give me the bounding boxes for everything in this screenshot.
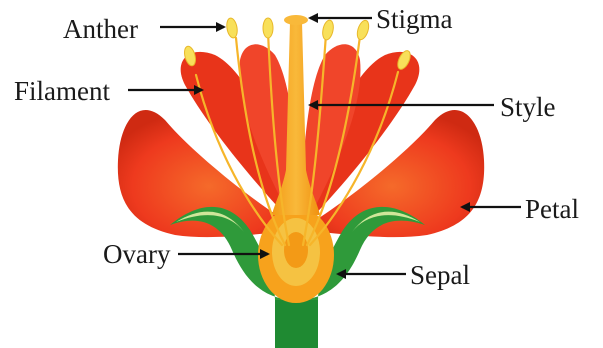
label-petal: Petal [525, 196, 579, 223]
label-ovary: Ovary [103, 241, 170, 268]
label-filament: Filament [14, 78, 110, 105]
anther-5 [355, 19, 371, 41]
anther-2 [225, 17, 238, 38]
anther-3 [263, 18, 273, 38]
label-anther: Anther [63, 16, 138, 43]
label-sepal: Sepal [410, 262, 470, 289]
label-stigma: Stigma [376, 6, 453, 33]
stem [275, 300, 318, 348]
label-style: Style [500, 94, 556, 121]
anther-4 [321, 19, 335, 41]
stigma [284, 15, 308, 25]
